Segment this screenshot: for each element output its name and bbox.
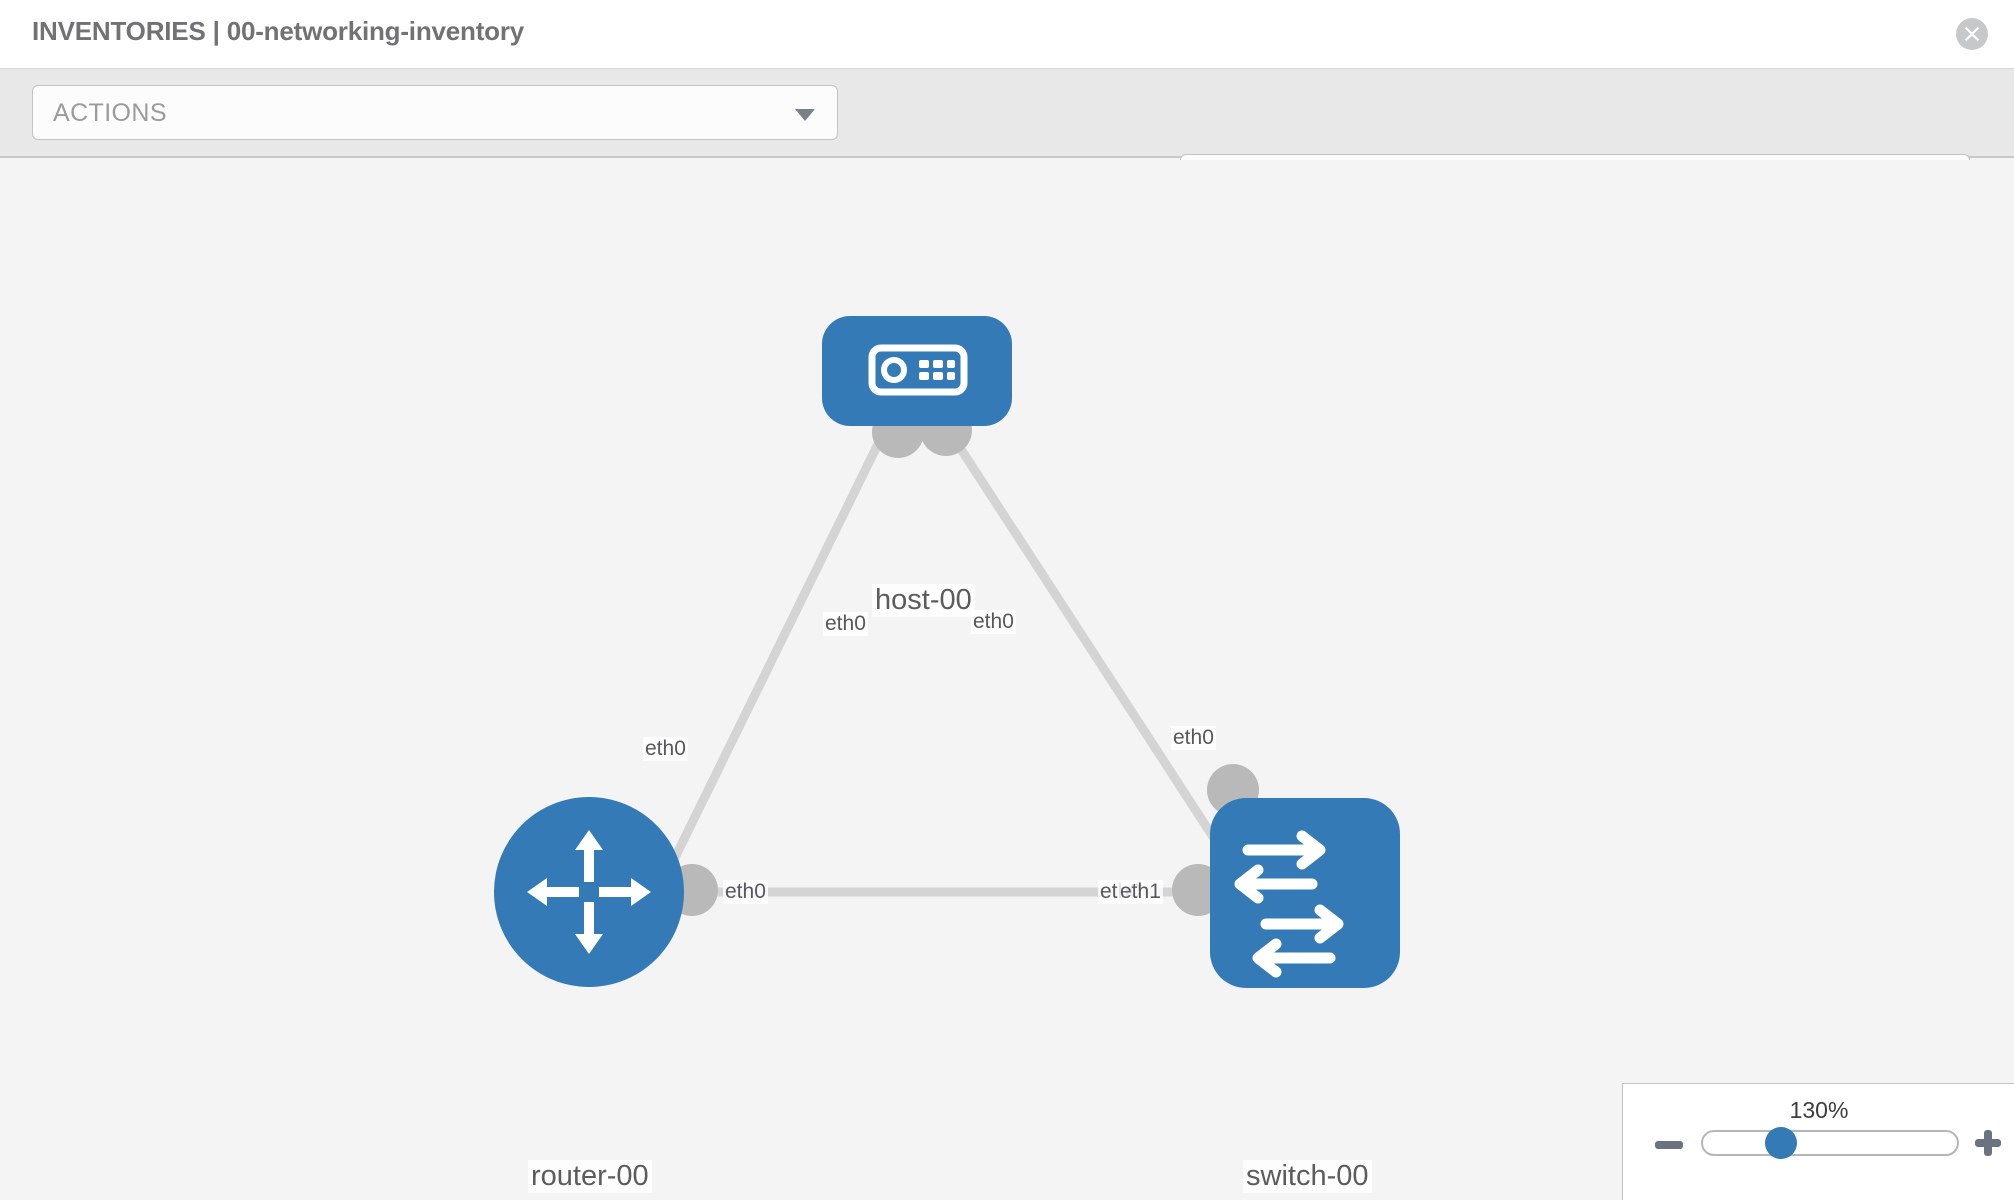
node-switch-00: [1210, 798, 1400, 988]
node-label-router-00[interactable]: router-00: [528, 1160, 652, 1193]
port-label-router00-eth0: eth0: [723, 880, 768, 904]
page-toolbar: ACTIONS SEARCH: [0, 69, 2014, 209]
switch-arrows-icon: [1234, 830, 1344, 978]
zoom-slider[interactable]: [1701, 1130, 1959, 1156]
page-title: INVENTORIES | 00-networking-inventory: [32, 16, 525, 46]
plus-icon[interactable]: [1975, 1130, 2001, 1156]
node-label-host-00[interactable]: host-00: [872, 584, 975, 617]
port-label-host00-right: eth0: [971, 610, 1016, 634]
actions-dropdown[interactable]: ACTIONS: [32, 85, 838, 140]
chevron-down-icon: [795, 109, 815, 121]
zoom-level-value: 130%: [1789, 1097, 1849, 1123]
minus-icon[interactable]: [1655, 1141, 1683, 1149]
server-device-icon: [868, 344, 968, 396]
page-header: INVENTORIES | 00-networking-inventory: [0, 0, 2014, 69]
router-arrows-icon: [527, 830, 651, 954]
zoom-slider-thumb[interactable]: [1765, 1127, 1797, 1159]
port-label-switch00-eth1: eth1: [1118, 880, 1163, 904]
topology-ports: [666, 404, 1259, 916]
node-host-00: [822, 316, 1012, 426]
port-label-host00-left: eth0: [823, 612, 868, 636]
close-icon[interactable]: [1956, 18, 1988, 50]
actions-dropdown-label: ACTIONS: [53, 99, 167, 127]
topology-graph: [494, 316, 1400, 988]
edge-host00-switch00: [951, 437, 1236, 869]
topology-canvas[interactable]: host-00 router-00 switch-00 eth0 eth0 et…: [0, 160, 2014, 1200]
port-label-router00-uplink: eth0: [643, 737, 688, 761]
edge-host00-router00: [659, 438, 885, 882]
node-label-switch-00[interactable]: switch-00: [1243, 1160, 1372, 1193]
zoom-control-panel: 130%: [1622, 1083, 2014, 1200]
port-label-switch00-uplink: eth0: [1171, 726, 1216, 750]
topology-edges: [659, 437, 1236, 897]
node-router-00: [494, 797, 684, 987]
